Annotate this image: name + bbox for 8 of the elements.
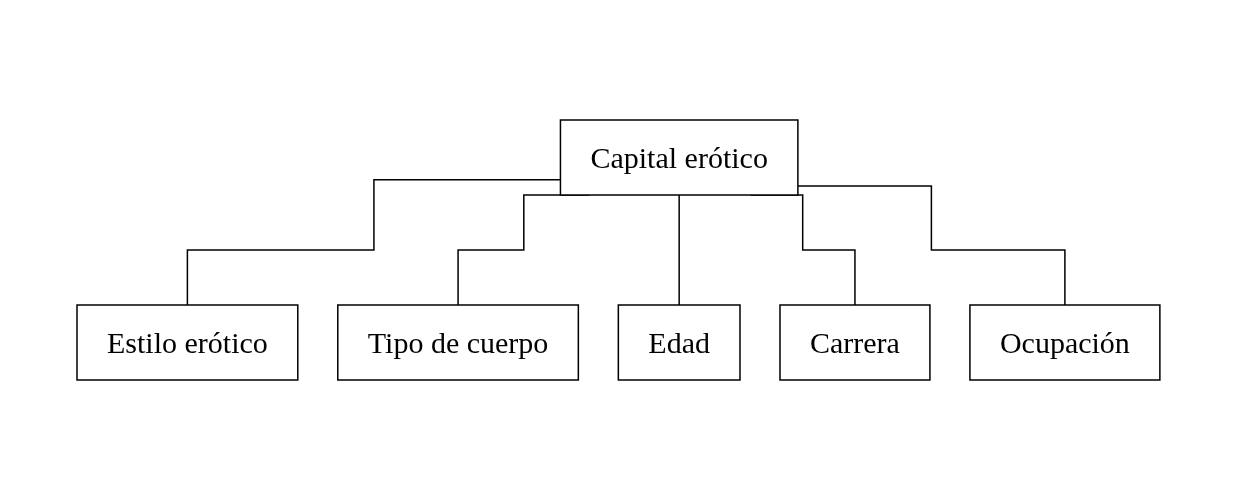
connector bbox=[797, 184, 1066, 306]
node-box: Capital erótico bbox=[559, 118, 799, 196]
node-box: Edad bbox=[617, 303, 741, 381]
connector bbox=[678, 193, 680, 306]
node-box: Tipo de cuerpo bbox=[337, 303, 580, 381]
node-box: Ocupación bbox=[969, 303, 1161, 381]
node-box: Estilo erótico bbox=[76, 303, 299, 381]
node-box: Carrera bbox=[779, 303, 931, 381]
